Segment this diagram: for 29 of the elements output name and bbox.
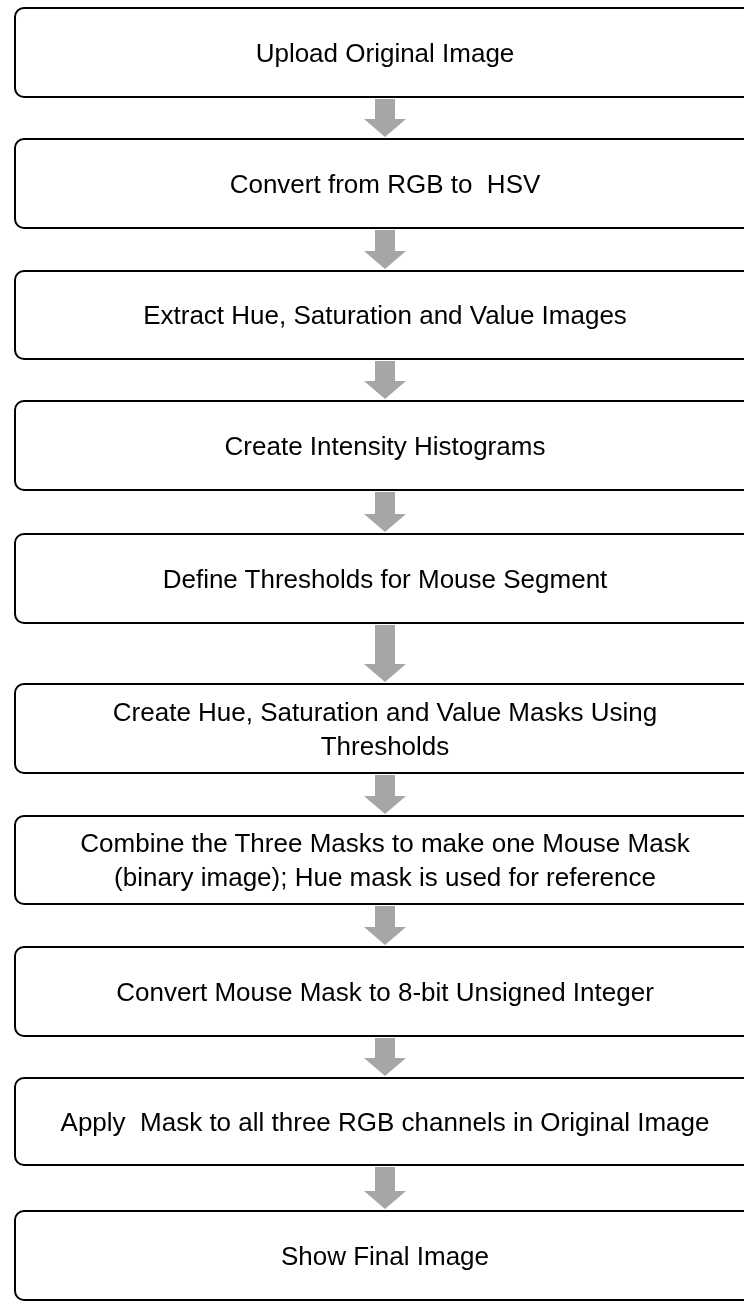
step-label: Convert Mouse Mask to 8-bit Unsigned Integer	[116, 975, 654, 1009]
step-label: Combine the Three Masks to make one Mouse Mask (binary image); Hue mask is used for reference	[79, 827, 691, 894]
step-label: Create Hue, Saturation and Value Masks Using Thresholds	[111, 695, 659, 763]
process-box	[14, 946, 744, 1037]
block-arrow	[364, 492, 406, 532]
process-box	[14, 270, 744, 360]
step-label: Convert from RGB to HSV	[229, 167, 541, 201]
process-box	[14, 138, 744, 229]
block-arrow	[364, 625, 406, 682]
block-arrow	[364, 906, 406, 945]
step-label: Extract Hue, Saturation and Value Images	[143, 299, 627, 332]
block-arrow	[364, 230, 406, 269]
block-arrow	[364, 1038, 406, 1076]
process-box	[14, 400, 744, 491]
step-label: Show Final Image	[280, 1239, 490, 1273]
process-box	[14, 533, 744, 624]
process-box	[14, 7, 744, 98]
process-box	[14, 1077, 744, 1166]
step-label: Apply Mask to all three RGB channels in Original Image	[60, 1105, 710, 1139]
step-label: Upload Original Image	[255, 36, 515, 70]
block-arrow	[364, 99, 406, 137]
process-box	[14, 815, 744, 905]
block-arrow	[364, 1167, 406, 1209]
process-box	[14, 1210, 744, 1301]
step-label: Define Thresholds for Mouse Segment	[162, 562, 608, 596]
block-arrow	[364, 775, 406, 814]
block-arrow	[364, 361, 406, 399]
step-label: Create Intensity Histograms	[224, 429, 546, 463]
process-box	[14, 683, 744, 774]
